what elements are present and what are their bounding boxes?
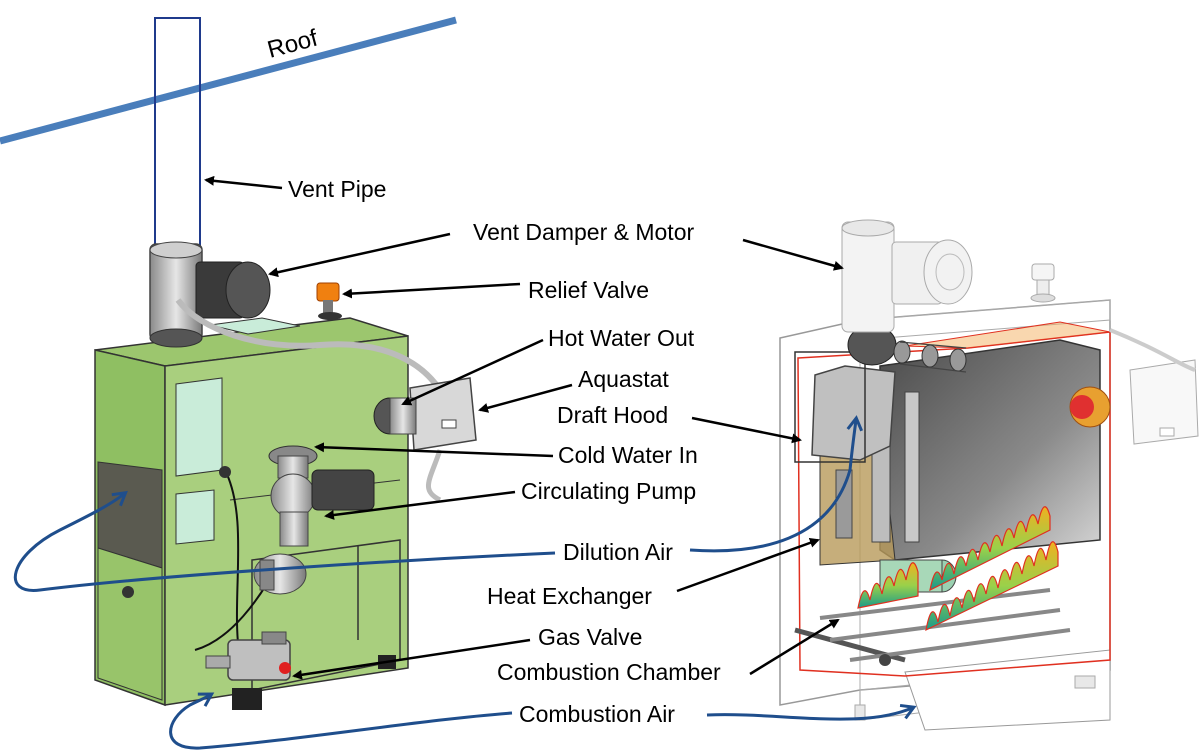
relief-valve-label: Relief Valve xyxy=(528,277,649,303)
vent-pipe-label: Vent Pipe xyxy=(288,176,386,202)
dilution-air-label: Dilution Air xyxy=(563,539,673,565)
circulating-pump-label: Circulating Pump xyxy=(521,478,696,504)
leader-arrows xyxy=(204,175,844,680)
right-boiler xyxy=(779,219,1199,731)
hot-water-out-label: Hot Water Out xyxy=(548,325,695,351)
left-vent-damper xyxy=(149,241,443,392)
cold-water-in-label: Cold Water In xyxy=(558,442,698,468)
combustion-chamber-label: Combustion Chamber xyxy=(497,659,721,685)
gas-valve-label: Gas Valve xyxy=(538,624,642,650)
left-pump-assembly xyxy=(253,445,375,595)
left-aquastat xyxy=(373,377,477,503)
left-gas-valve xyxy=(205,631,291,681)
labels: Vent Pipe Vent Damper & Motor Relief Val… xyxy=(288,176,721,727)
roof-line xyxy=(0,16,457,145)
vent-damper-motor-label: Vent Damper & Motor xyxy=(473,219,694,245)
burner-flames xyxy=(857,506,1059,632)
left-relief-valve xyxy=(316,282,342,320)
vent-pipe xyxy=(154,17,201,251)
combustion-air-label: Combustion Air xyxy=(519,701,675,727)
draft-hood-label: Draft Hood xyxy=(557,402,668,428)
air-flow-arrows xyxy=(13,415,917,750)
heat-exchanger-label: Heat Exchanger xyxy=(487,583,652,609)
aquastat-label: Aquastat xyxy=(578,366,669,392)
